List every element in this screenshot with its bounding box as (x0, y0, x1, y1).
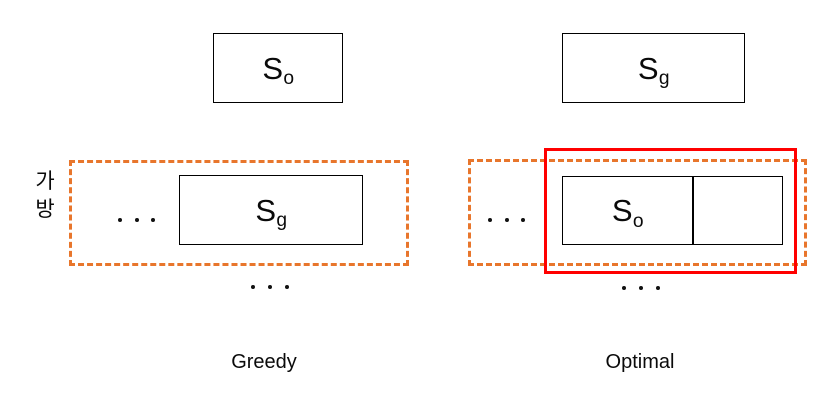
ellipsis-dot (134, 217, 139, 222)
greedy-top-item-box: So (213, 33, 343, 103)
optimal-caption: Optimal (605, 351, 675, 373)
greedy-bag-label: 가 방 (35, 170, 55, 221)
optimal-highlight-box (544, 148, 797, 274)
ellipsis-dot (622, 285, 626, 290)
optimal-top-item-box: Sg (562, 33, 745, 103)
greedy-bag-item-label: Sg (255, 192, 288, 232)
optimal-bag-item-box: So (562, 176, 783, 245)
ellipsis-dot (151, 217, 155, 222)
optimal-bag-item-empty-cell (694, 177, 781, 244)
ellipsis-dot (521, 217, 525, 222)
ellipsis-dot (656, 285, 660, 290)
greedy-below-ellipsis (251, 284, 289, 289)
greedy-caption: Greedy (231, 351, 297, 373)
ellipsis-dot (639, 285, 643, 290)
optimal-bag-item-label-cell: So (563, 177, 692, 244)
greedy-bag-container (69, 160, 409, 266)
ellipsis-dot (488, 217, 492, 222)
optimal-top-item-label: Sg (637, 50, 670, 90)
ellipsis-dot (285, 284, 289, 289)
greedy-bag-leading-ellipsis (118, 217, 155, 222)
ellipsis-dot (504, 217, 509, 222)
ellipsis-dot (251, 284, 255, 289)
ellipsis-dot (268, 284, 272, 289)
optimal-below-ellipsis (622, 285, 660, 290)
ellipsis-dot (118, 217, 122, 222)
greedy-top-item-label: So (262, 50, 295, 90)
optimal-bag-item-label: So (611, 193, 644, 232)
optimal-bag-leading-ellipsis (488, 217, 525, 222)
optimal-bag-container (468, 159, 807, 266)
optimal-bag-item-divider (692, 177, 694, 244)
greedy-bag-item-box: Sg (179, 175, 363, 245)
